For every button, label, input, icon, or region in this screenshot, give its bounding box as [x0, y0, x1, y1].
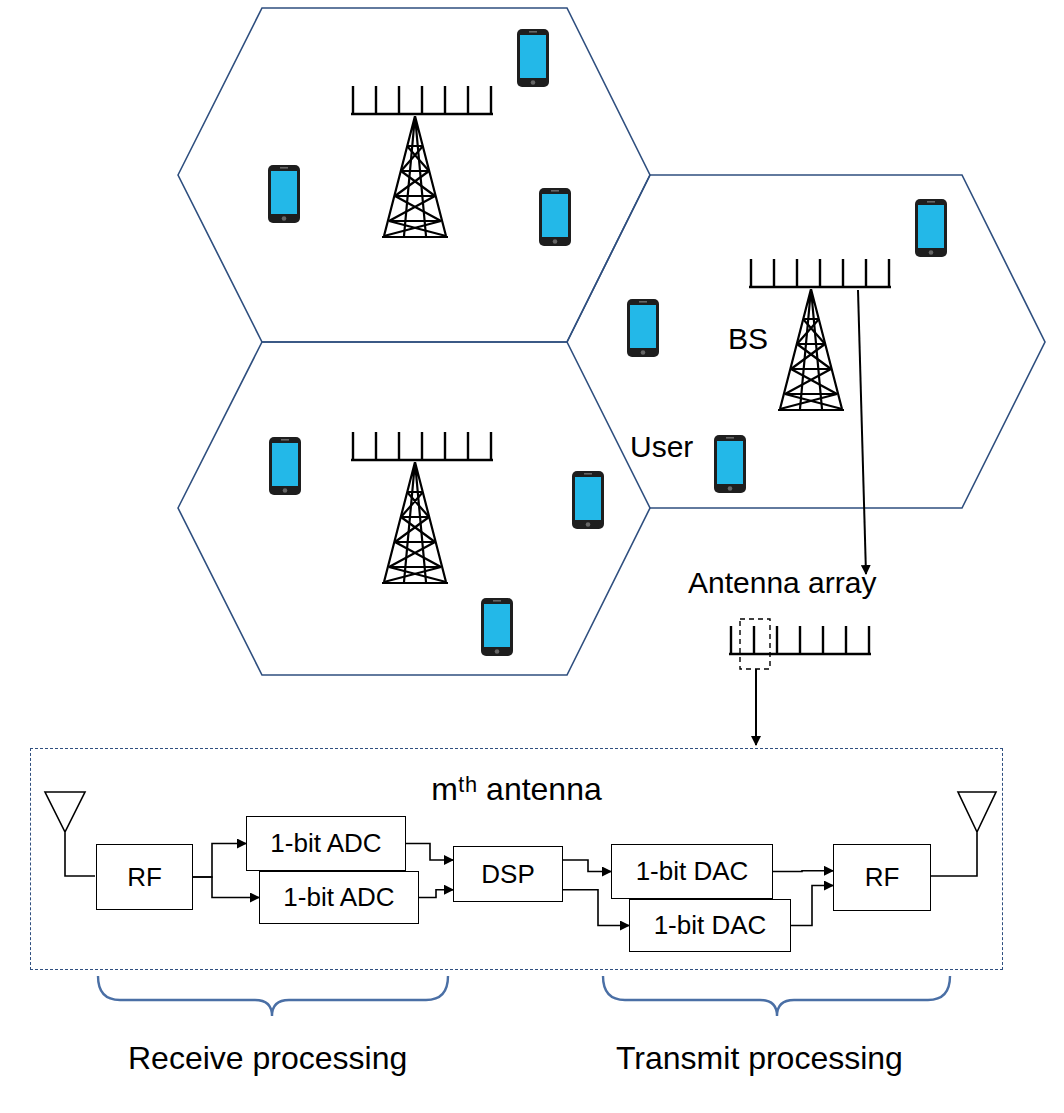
block-box: 1-bit ADC: [259, 871, 419, 924]
text-label: BS: [728, 322, 768, 356]
text-label: Receive processing: [128, 1040, 407, 1077]
box-label: 1-bit ADC: [283, 882, 394, 913]
signal-arrow: [773, 870, 833, 872]
block-box: RF: [833, 844, 931, 911]
signal-arrow: [193, 844, 246, 878]
text-label: Antenna array: [688, 566, 876, 600]
box-label: DSP: [481, 859, 534, 890]
signal-arrow: [193, 877, 259, 898]
box-label: RF: [127, 862, 162, 893]
block-box: 1-bit DAC: [629, 899, 791, 952]
antenna-chain-box: mᵗʰ antennaRF 1-bit ADC 1-bit ADC DSP 1-bit …: [30, 748, 1003, 970]
block-box: 1-bit ADC: [246, 816, 406, 871]
block-box: 1-bit DAC: [611, 844, 773, 899]
box-label: 1-bit DAC: [654, 910, 767, 941]
signal-arrow: [563, 860, 611, 872]
box-label: RF: [865, 862, 900, 893]
block-box: DSP: [453, 846, 563, 902]
text-label: Transmit processing: [616, 1040, 903, 1077]
signal-arrow: [406, 844, 453, 861]
box-label: 1-bit ADC: [270, 828, 381, 859]
bracket: [98, 976, 950, 1016]
text-label: User: [630, 430, 693, 464]
box-label: 1-bit DAC: [636, 856, 749, 887]
block-box: RF: [96, 844, 193, 910]
user-phone: [268, 29, 947, 656]
box-heading: mᵗʰ antenna: [31, 771, 1002, 808]
signal-arrow: [419, 890, 453, 898]
signal-arrow: [791, 886, 833, 926]
cell-hexagon: [178, 8, 1045, 675]
